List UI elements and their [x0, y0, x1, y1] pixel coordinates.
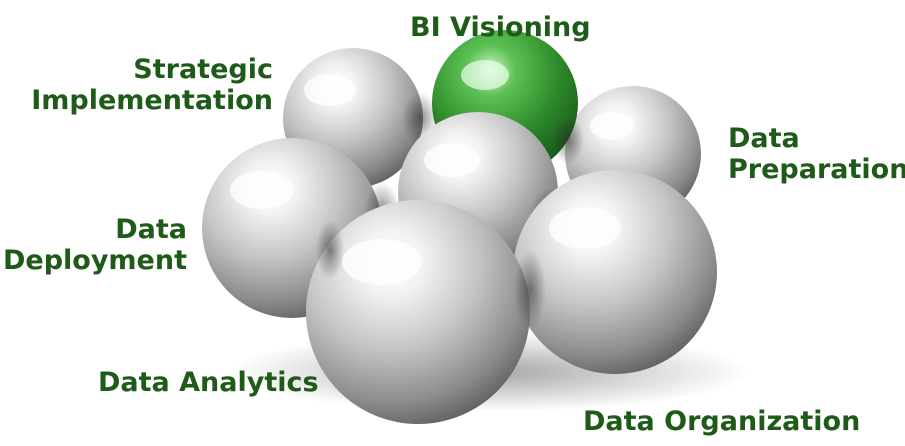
- highlight: [304, 74, 356, 106]
- label-strategic-implementation: Strategic Implementation: [31, 54, 273, 116]
- label-line: Preparation: [728, 154, 905, 185]
- highlight: [461, 60, 509, 90]
- label-data-deployment: Data Deployment: [3, 214, 187, 276]
- highlight: [549, 207, 621, 249]
- label-line: Data: [115, 214, 187, 245]
- label-data-preparation: Data Preparation: [728, 123, 905, 185]
- reflection: [514, 250, 546, 330]
- label-data-organization: Data Organization: [583, 406, 860, 437]
- label-line: Implementation: [31, 85, 273, 116]
- label-line: Deployment: [2, 245, 187, 276]
- highlight: [230, 171, 294, 209]
- label-data-analytics: Data Analytics: [98, 367, 319, 398]
- label-line: Data: [728, 123, 800, 154]
- highlight: [590, 112, 634, 140]
- reflection: [316, 220, 344, 280]
- label-line: Data Organization: [583, 406, 861, 437]
- label-line: Data Analytics: [98, 367, 319, 398]
- label-line: Strategic: [133, 54, 273, 85]
- reflection: [552, 116, 584, 164]
- highlight: [424, 143, 480, 177]
- label-bi-visioning-text: BI Visioning: [410, 12, 591, 43]
- highlight: [342, 239, 422, 285]
- label-bi-visioning: BI Visioning: [410, 12, 591, 43]
